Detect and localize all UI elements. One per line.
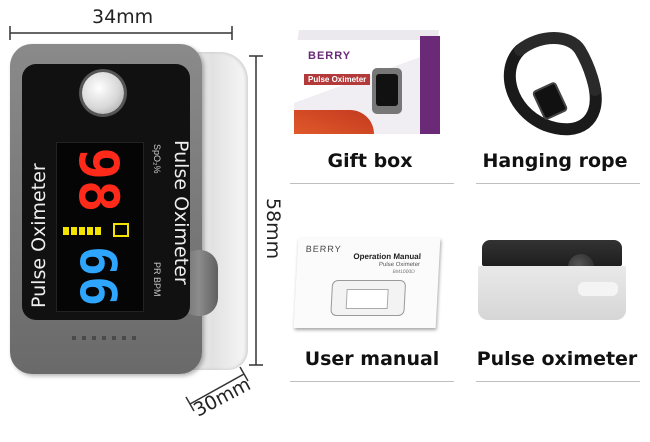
device-screen-bezel: Pulse Oximeter 98 66 SpO₂% PR BPM Pulse …: [22, 64, 192, 320]
manual-subtitle: Pulse Oximeter: [378, 262, 421, 268]
hanging-rope-caption: Hanging rope: [482, 150, 628, 172]
gift-box-side: [420, 36, 440, 134]
height-dimension-label: 58mm: [262, 198, 284, 260]
power-button[interactable]: [82, 72, 124, 114]
battery-icon: [113, 223, 129, 237]
hanging-rope-image: [503, 32, 602, 136]
separator-hanging-rope: [476, 183, 640, 184]
device-speaker-grille: [72, 336, 142, 340]
device-brand-label-left: Pulse Oximeter: [28, 163, 50, 308]
gift-box-front: BERRY Pulse Oximeter: [294, 40, 420, 134]
separator-gift-box: [290, 183, 454, 184]
pulse-bar-graph: [63, 227, 103, 235]
spo2-unit-label: SpO₂%: [152, 144, 162, 174]
side-view-white-base: [478, 266, 626, 320]
gift-box-brand: BERRY: [308, 50, 352, 62]
gift-box-product: Pulse Oximeter: [304, 74, 371, 85]
pr-readout: 66: [69, 245, 127, 307]
user-manual-image: BERRY Operation Manual Pulse Oximeter BM…: [293, 238, 441, 328]
gift-box-image: BERRY Pulse Oximeter: [294, 30, 442, 134]
separator-user-manual: [290, 381, 454, 382]
manual-brand: BERRY: [305, 244, 342, 254]
gift-box-caption: Gift box: [327, 150, 413, 172]
manual-model: BM1000D: [392, 269, 415, 275]
pulse-oximeter-caption: Pulse oximeter: [476, 348, 638, 370]
separator-pulse-oximeter: [476, 381, 640, 382]
manual-title: Operation Manual: [353, 252, 422, 261]
gift-box-device-picture: [372, 68, 402, 114]
device-brand-label-right: Pulse Oximeter: [170, 140, 192, 285]
pr-unit-label: PR BPM: [152, 262, 162, 297]
user-manual-caption: User manual: [304, 348, 440, 370]
device-display: 98 66: [56, 142, 144, 312]
pulse-oximeter-device: Pulse Oximeter 98 66 SpO₂% PR BPM Pulse …: [10, 44, 250, 374]
side-view-grey-top: [482, 240, 622, 266]
manual-device-drawing: [330, 280, 407, 316]
gift-box-red-swoosh: [294, 110, 374, 134]
width-dimension-label: 34mm: [92, 6, 154, 28]
spo2-readout: 98: [67, 147, 130, 213]
pulse-oximeter-side-image: [478, 240, 628, 324]
